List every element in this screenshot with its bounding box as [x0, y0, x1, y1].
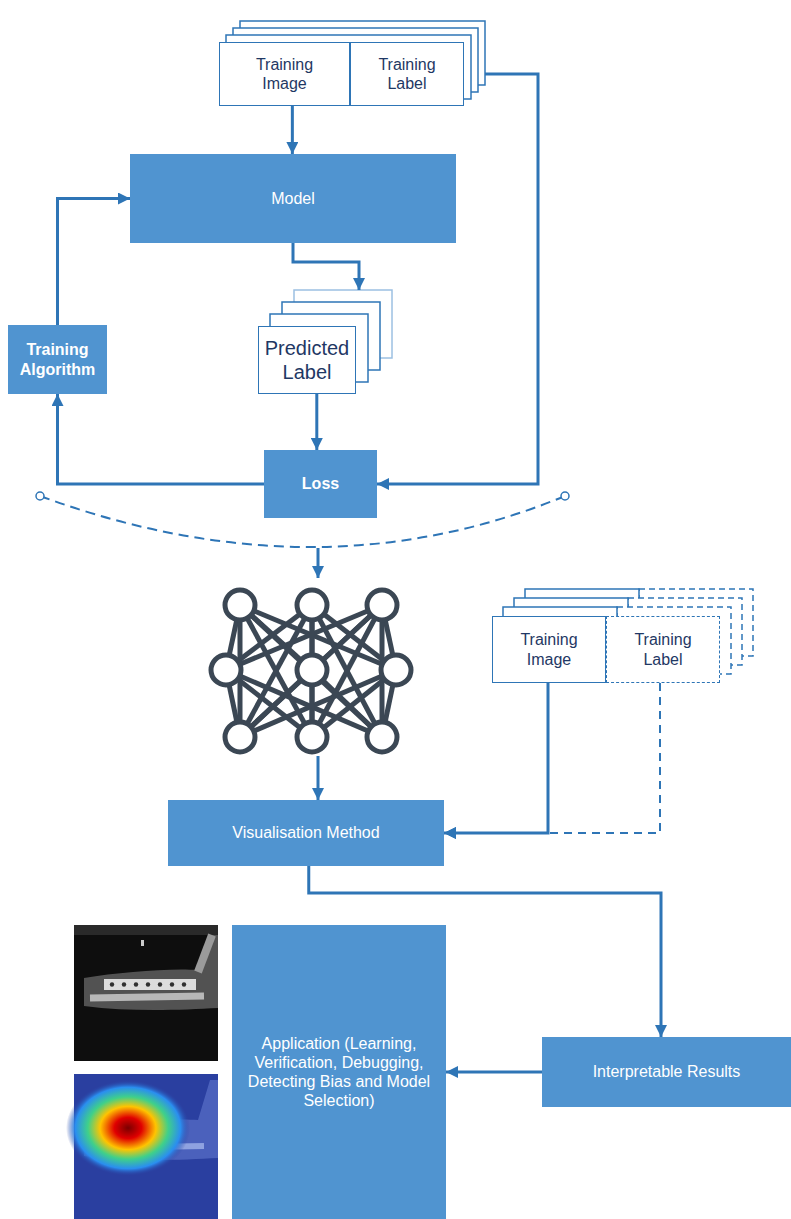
- process-box: Loss: [264, 450, 377, 518]
- input-box: Training Image: [219, 42, 350, 106]
- network-neuron: [297, 590, 327, 620]
- node-label: Training Image: [238, 55, 331, 93]
- network-neuron: [297, 655, 327, 685]
- flow-arrow: [446, 1071, 542, 1074]
- node-label: Loss: [302, 474, 339, 493]
- node-label: Application (Learning, Verification, Deb…: [244, 1034, 434, 1111]
- label-box: Training Label: [606, 616, 720, 683]
- flow-arrow: [444, 683, 660, 833]
- node-label: Training Label: [625, 630, 701, 668]
- xray-image: [74, 925, 218, 1061]
- network-neuron: [297, 722, 327, 752]
- bracket-end: [561, 492, 569, 500]
- flow-arrow: [315, 394, 318, 450]
- flow-arrow: [317, 756, 320, 800]
- heatmap-image: [66, 1074, 218, 1219]
- flow-arrow: [291, 106, 294, 154]
- network-neuron: [225, 722, 255, 752]
- flow-arrow: [58, 394, 265, 484]
- flow-arrow: [317, 548, 320, 578]
- result-box: Interpretable Results: [542, 1037, 791, 1107]
- node-label: Predicted Label: [263, 336, 351, 384]
- node-label: Training Algorithm: [14, 340, 101, 378]
- node-label: Interpretable Results: [593, 1062, 741, 1081]
- node-label: Training Label: [369, 55, 445, 93]
- network-neuron: [211, 655, 241, 685]
- flow-arrow: [444, 683, 548, 833]
- application-box: Application (Learning, Verification, Deb…: [232, 925, 446, 1219]
- network-neuron: [367, 722, 397, 752]
- neural-network-icon: [211, 590, 411, 752]
- node-label: Training Image: [511, 630, 587, 668]
- flow-arrow: [293, 243, 359, 290]
- network-neuron: [225, 590, 255, 620]
- process-box: Model: [130, 154, 456, 243]
- input-box: Training Image: [492, 616, 606, 683]
- network-link: [240, 605, 382, 737]
- label-box: Training Label: [350, 42, 464, 106]
- flow-arrow: [377, 74, 538, 484]
- flow-arrow: [58, 199, 131, 326]
- network-link: [240, 605, 382, 737]
- stacked-pages: [226, 21, 753, 674]
- node-label: Model: [271, 189, 315, 208]
- network-neuron: [367, 590, 397, 620]
- node-label: Visualisation Method: [232, 823, 379, 842]
- process-box: Visualisation Method: [168, 800, 444, 866]
- network-neuron: [381, 655, 411, 685]
- process-box: Training Algorithm: [8, 325, 107, 394]
- bracket-end: [36, 492, 44, 500]
- output-box: Predicted Label: [258, 326, 356, 394]
